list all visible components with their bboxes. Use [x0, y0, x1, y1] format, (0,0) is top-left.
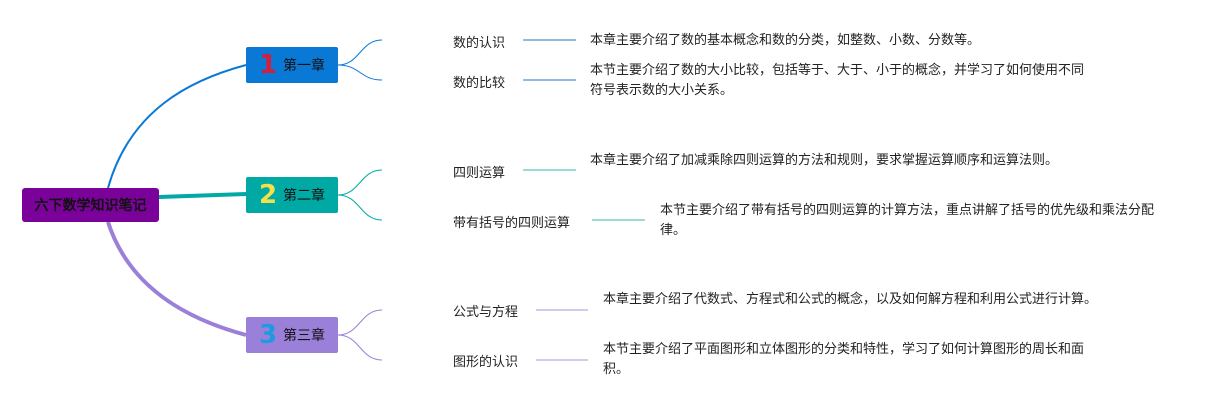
topic-description[interactable]: 本章主要介绍了代数式、方程式和公式的概念，以及如何解方程和利用公式进行计算。	[603, 292, 1098, 307]
topic-description[interactable]: 本节主要介绍了平面图形和立体图形的分类和特性，学习了如何计算图形的周长和面积。	[603, 342, 1085, 377]
topic-description[interactable]: 本章主要介绍了数的基本概念和数的分类，如整数、小数、分数等。	[590, 33, 981, 48]
chapter-number-badge: 3	[258, 320, 278, 350]
chapter-label: 第二章	[283, 188, 326, 204]
topic-node[interactable]: 数的比较	[453, 76, 506, 91]
topic-description[interactable]: 本节主要介绍了带有括号的四则运算的计算方法，重点讲解了括号的优先级和乘法分配律。	[660, 203, 1155, 238]
topic-line	[337, 334, 383, 361]
topic-node[interactable]: 图形的认识	[453, 355, 519, 370]
branch-line-chapter-1	[107, 64, 247, 189]
topic-description[interactable]: 本章主要介绍了加减乘除四则运算的方法和规则，要求掌握运算顺序和运算法则。	[590, 153, 1059, 168]
topic-node[interactable]: 带有括号的四则运算	[453, 216, 571, 231]
chapter-label: 第一章	[283, 58, 326, 74]
topic-node[interactable]: 公式与方程	[453, 305, 519, 320]
topic-line	[337, 194, 383, 221]
root-label: 六下数学知识笔记	[34, 198, 147, 214]
topic-line	[337, 39, 383, 66]
topic-line	[337, 309, 383, 336]
branch-line-chapter-2	[158, 192, 247, 199]
topic-node[interactable]: 四则运算	[453, 166, 506, 181]
root-node[interactable]: 六下数学知识笔记	[22, 188, 159, 222]
branch-line-chapter-3	[106, 221, 247, 337]
chapter-number-badge: 1	[258, 50, 278, 80]
topic-line	[337, 64, 383, 81]
topic-description[interactable]: 本节主要介绍了数的大小比较，包括等于、大于、小于的概念，并学习了如何使用不同符号…	[590, 63, 1085, 98]
chapter-node-1[interactable]: 1 第一章	[246, 47, 338, 83]
chapter-node-3[interactable]: 3 第三章	[246, 317, 338, 353]
chapter-label: 第三章	[283, 328, 326, 344]
chapter-number-badge: 2	[258, 180, 278, 210]
chapter-node-2[interactable]: 2 第二章	[246, 177, 338, 213]
topic-line	[337, 169, 383, 196]
topic-node[interactable]: 数的认识	[453, 36, 506, 51]
